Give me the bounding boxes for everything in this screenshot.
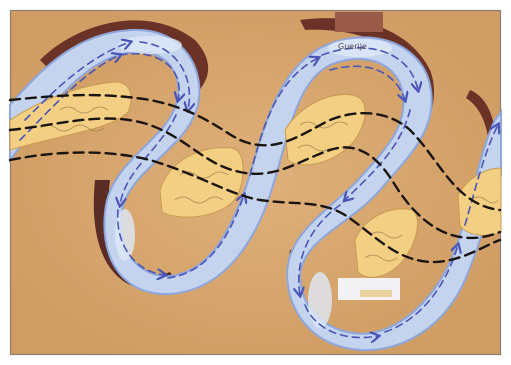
top-label: Guerije [338, 42, 367, 51]
label-tab [335, 12, 383, 32]
white-patch-edge [360, 290, 392, 297]
